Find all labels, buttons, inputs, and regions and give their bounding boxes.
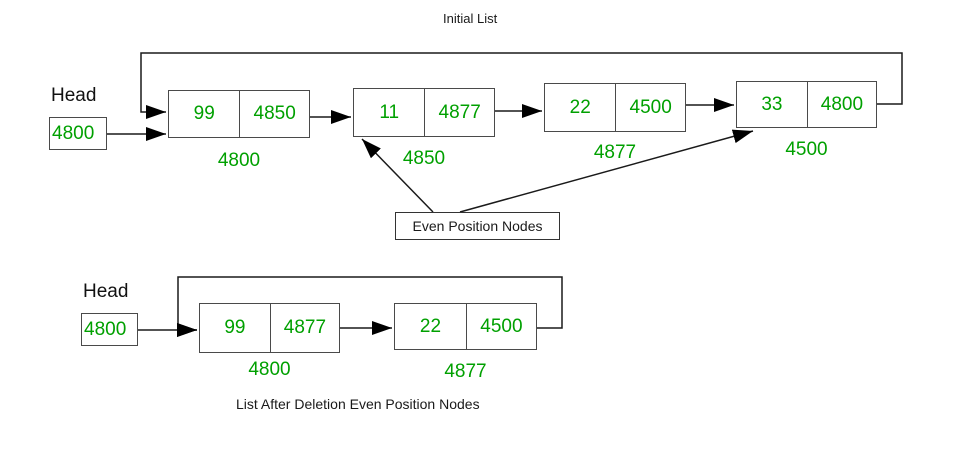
even-position-nodes-callout: Even Position Nodes bbox=[395, 212, 560, 240]
final-node-1-next-cell: 4877 bbox=[283, 317, 327, 338]
node-2-next-cell: 4877 bbox=[438, 101, 481, 123]
final-head-label: Head bbox=[83, 281, 129, 302]
final-node-2-data-cell: 22 bbox=[395, 304, 467, 349]
node-4-data-cell: 33 bbox=[737, 82, 808, 127]
node-1-address: 4800 bbox=[217, 150, 261, 171]
final-node-1-data-cell: 99 bbox=[200, 304, 271, 352]
head-label: Head bbox=[51, 85, 97, 106]
node-3-next-cell: 4500 bbox=[629, 96, 672, 118]
node-2-address: 4850 bbox=[402, 148, 446, 169]
node-2-data-cell: 11 bbox=[354, 89, 426, 136]
final-list-caption: List After Deletion Even Position Nodes bbox=[236, 396, 480, 412]
final-node-2-next-cell: 4500 bbox=[480, 315, 523, 337]
head-pointer-value: 4800 bbox=[52, 122, 95, 144]
final-node-2: 22 4500 bbox=[394, 303, 537, 350]
head-pointer-box: 4800 bbox=[49, 117, 107, 150]
final-node-2-address: 4877 bbox=[444, 361, 487, 382]
even-position-nodes-label: Even Position Nodes bbox=[412, 218, 543, 234]
node-1: 99 4850 bbox=[168, 90, 310, 138]
node-1-data-cell: 99 bbox=[169, 91, 241, 137]
final-head-pointer-value: 4800 bbox=[84, 318, 127, 340]
annotation-arrow-right bbox=[459, 129, 754, 213]
initial-list-title: Initial List bbox=[443, 11, 498, 26]
node-4-next-cell: 4800 bbox=[820, 93, 864, 115]
loopback-arrow bbox=[140, 52, 903, 119]
node-3: 22 4500 bbox=[544, 83, 686, 132]
node-4: 33 4800 bbox=[736, 81, 877, 128]
node-4-address: 4500 bbox=[785, 139, 828, 160]
node-3-data-cell: 22 bbox=[545, 84, 617, 131]
final-head-pointer-box: 4800 bbox=[81, 313, 138, 346]
final-node-1-address: 4800 bbox=[248, 359, 291, 380]
final-loopback-arrow bbox=[177, 276, 563, 337]
node-3-address: 4877 bbox=[593, 142, 637, 163]
node-2: 11 4877 bbox=[353, 88, 495, 137]
annotation-arrow-left bbox=[361, 138, 434, 213]
final-node-1: 99 4877 bbox=[199, 303, 340, 353]
node-1-next-cell: 4850 bbox=[253, 103, 296, 124]
